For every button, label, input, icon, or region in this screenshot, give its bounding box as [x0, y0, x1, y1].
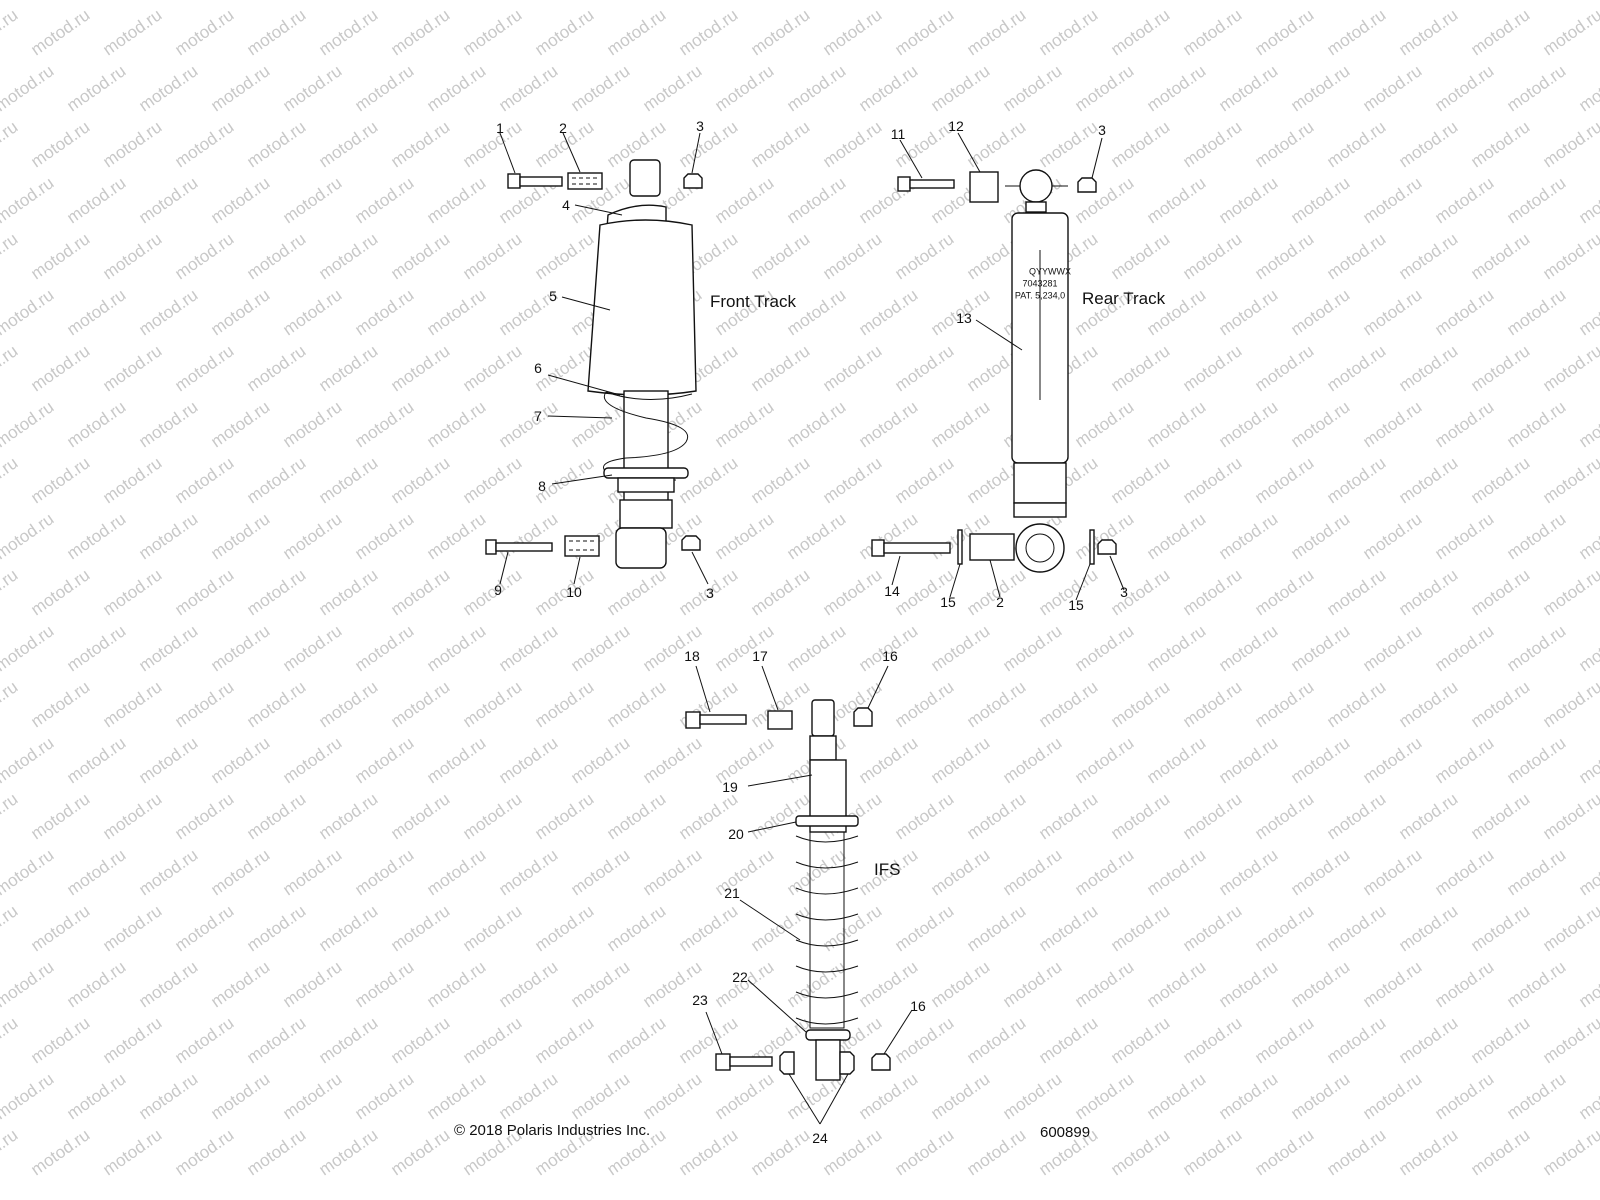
callout-11: 11: [890, 126, 906, 142]
callout-7: 7: [534, 408, 542, 424]
front-track-shock: [485, 132, 709, 585]
callout-16-bottom: 16: [910, 998, 926, 1014]
callout-22: 22: [732, 969, 748, 985]
nut-3-bottom-icon: [681, 535, 701, 551]
bolt-9-icon: [485, 539, 553, 555]
callout-14: 14: [884, 583, 900, 599]
callout-15-right: 15: [1068, 597, 1084, 613]
bolt-14-icon: [871, 539, 951, 557]
bushing-10-icon: [564, 535, 600, 557]
spring-seat-8-icon: [603, 467, 689, 479]
nut-16-top-icon: [853, 707, 873, 727]
callout-18: 18: [684, 648, 700, 664]
title-rear-track: Rear Track: [1082, 289, 1166, 308]
callout-19: 19: [722, 779, 738, 795]
nut-3-rear-top-icon: [1077, 177, 1097, 193]
callout-15-left: 15: [940, 594, 956, 610]
rear-shock-label-line3: PAT. 5,234,0: [1014, 290, 1066, 301]
rear-shock-label-line2: 7043281: [1022, 278, 1058, 289]
nut-16-bottom-icon: [871, 1053, 891, 1071]
callout-10: 10: [566, 584, 582, 600]
callout-20: 20: [728, 826, 744, 842]
washer-15-left-icon: [957, 529, 963, 565]
rear-track-shock: [871, 132, 1125, 601]
washer-15-right-icon: [1089, 529, 1095, 565]
callout-13: 13: [956, 310, 972, 326]
callout-23: 23: [692, 992, 708, 1008]
callout-3-rear-top: 3: [1098, 122, 1106, 138]
spacer-24-right-icon: [839, 1051, 855, 1075]
bushing-2-icon: [567, 172, 603, 190]
callout-24: 24: [812, 1130, 828, 1146]
bushing-12-icon: [969, 171, 999, 203]
callout-3-front-bottom: 3: [706, 585, 714, 601]
collar-20-icon: [795, 815, 859, 827]
spacer-24-left-icon: [779, 1051, 795, 1075]
bolt-11-icon: [897, 176, 955, 192]
bolt-18-icon: [685, 711, 747, 729]
nut-3-top-icon: [683, 173, 703, 189]
callout-16-top: 16: [882, 648, 898, 664]
title-front-track: Front Track: [710, 292, 796, 311]
callout-3-rear-bottom: 3: [1120, 584, 1128, 600]
callout-4: 4: [562, 197, 570, 213]
callout-3-front-top: 3: [696, 118, 704, 134]
callout-2-rear: 2: [996, 594, 1004, 610]
bolt-1-icon: [507, 173, 563, 189]
nut-3-rear-bottom-icon: [1097, 539, 1117, 555]
callout-1: 1: [496, 120, 504, 136]
title-ifs: IFS: [874, 860, 901, 879]
copyright-text: © 2018 Polaris Industries Inc.: [454, 1122, 651, 1139]
callout-2: 2: [559, 120, 567, 136]
callout-5: 5: [549, 288, 557, 304]
callout-9: 9: [494, 582, 502, 598]
callout-12: 12: [948, 118, 964, 134]
bushing-2-rear-icon: [969, 533, 1015, 561]
spring-seat-22-icon: [805, 1029, 851, 1041]
callout-17: 17: [752, 648, 768, 664]
bolt-23-icon: [715, 1053, 773, 1071]
callout-21: 21: [724, 885, 740, 901]
callout-8: 8: [538, 478, 546, 494]
drawing-number: 600899: [1040, 1124, 1091, 1141]
shock-body-5-icon: [587, 219, 697, 396]
callout-6: 6: [534, 360, 542, 376]
ifs-shock: [685, 665, 913, 1125]
bushing-17-icon: [767, 710, 793, 730]
spring-21-icon: [795, 835, 859, 1025]
rear-shock-label-line1: QYYWWX: [1029, 266, 1071, 277]
